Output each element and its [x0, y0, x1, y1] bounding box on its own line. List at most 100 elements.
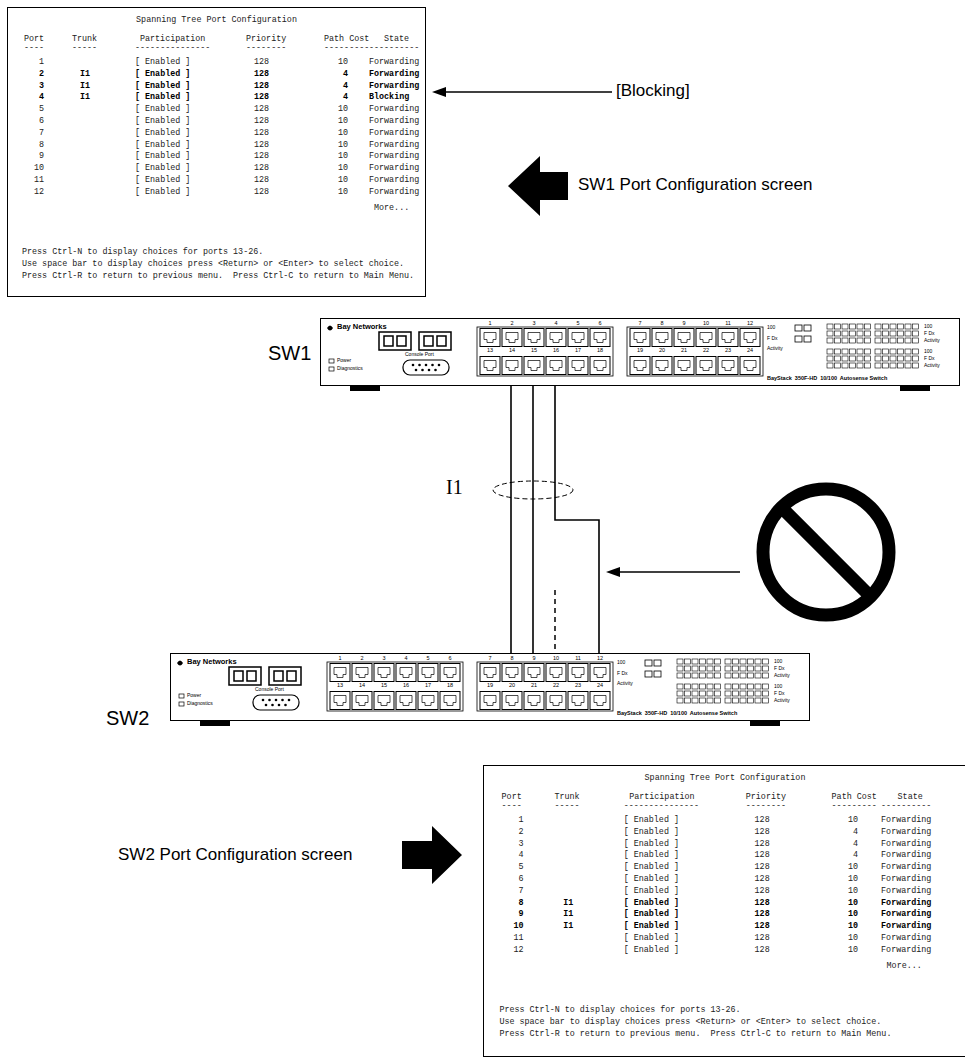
- rj45-port: [590, 664, 610, 682]
- led: [795, 336, 802, 342]
- led: [857, 356, 863, 361]
- screen-text: 10: [314, 176, 348, 184]
- screen-text: 10: [821, 910, 858, 918]
- led: [875, 349, 881, 354]
- panel-text: 21: [523, 683, 545, 689]
- port-notch: [506, 333, 518, 343]
- led: [677, 673, 683, 678]
- panel-text: 6: [439, 656, 461, 662]
- screen-text: Priority: [246, 35, 286, 43]
- rj45-port: [546, 692, 566, 710]
- rj45-port: [630, 329, 650, 347]
- led: [850, 363, 856, 368]
- block-arrow: [508, 156, 568, 216]
- port-notch: [356, 668, 368, 678]
- screen-text: 10: [821, 887, 858, 895]
- fiber-port: [424, 336, 433, 346]
- panel-text: Bay Networks: [337, 323, 387, 331]
- port-notch: [678, 333, 690, 343]
- switch-unit: Bay NetworksPowerDiagnosticsConsole Port…: [170, 653, 810, 721]
- screen-text: Forwarding: [369, 188, 419, 196]
- led: [890, 363, 896, 368]
- screen-text: 128: [755, 840, 770, 848]
- screen-text: 10: [314, 58, 348, 66]
- led: [835, 338, 841, 343]
- screen-text: [ Enabled ]: [135, 82, 190, 90]
- led: [883, 363, 889, 368]
- panel-text: Power: [187, 693, 201, 698]
- screen-text: 10: [821, 934, 858, 942]
- led: [725, 673, 731, 678]
- screen-text: 12: [491, 946, 524, 954]
- led: [865, 349, 871, 354]
- port-notch: [656, 333, 668, 343]
- panel-text: 100: [774, 684, 782, 689]
- panel-text: Diagnostics: [187, 701, 213, 706]
- status-led: [329, 367, 334, 371]
- panel-text: 10: [545, 656, 567, 662]
- led: [692, 659, 698, 664]
- rj45-port: [396, 664, 416, 682]
- led: [898, 324, 904, 329]
- led: [883, 338, 889, 343]
- led: [748, 684, 754, 689]
- led: [715, 666, 721, 671]
- port-bank: [477, 327, 613, 376]
- panel-text: 14: [501, 348, 523, 354]
- panel-text: F Dx: [767, 336, 778, 341]
- panel-text: Console Port: [405, 352, 434, 357]
- screen-text: [ Enabled ]: [135, 188, 190, 196]
- led: [883, 324, 889, 329]
- panel-text: BayStack 350F-HD 10/100 Autosense Switch: [617, 711, 737, 717]
- led: [898, 356, 904, 361]
- led: [857, 338, 863, 343]
- led: [827, 324, 833, 329]
- led: [733, 673, 739, 678]
- rj45-port: [502, 329, 522, 347]
- screen-text: ----------: [881, 802, 931, 810]
- dashed-cable: [554, 590, 556, 652]
- port-notch: [506, 361, 518, 371]
- panel-text: BayStack 350F-HD 10/100 Autosense Switch: [767, 376, 887, 382]
- panel-text: 24: [739, 348, 761, 354]
- screen-text: I1: [563, 899, 573, 907]
- panel-text: 100: [767, 325, 775, 330]
- panel-text: 16: [545, 348, 567, 354]
- led: [725, 659, 731, 664]
- panel-text: 100: [924, 349, 932, 354]
- led: [835, 331, 841, 336]
- panel-text: 17: [417, 683, 439, 689]
- panel-text: 12: [739, 321, 761, 327]
- panel-text: 1: [479, 321, 501, 327]
- screen-text: 128: [254, 141, 269, 149]
- screen-text: --------: [246, 44, 286, 52]
- led: [827, 363, 833, 368]
- screen-text: Forwarding: [881, 887, 931, 895]
- rj45-port: [502, 357, 522, 375]
- screen-text: 8: [14, 141, 44, 149]
- screen-text: 7: [14, 129, 44, 137]
- led: [733, 659, 739, 664]
- port-notch: [656, 361, 668, 371]
- led: [883, 349, 889, 354]
- screen-text: 5: [14, 105, 44, 113]
- panel-text: 12: [589, 656, 611, 662]
- led: [890, 349, 896, 354]
- panel-text: 20: [651, 348, 673, 354]
- screen-text: 128: [254, 58, 269, 66]
- screen-text: 128: [254, 93, 269, 101]
- screen-text: ---------------: [135, 44, 210, 52]
- callout-label: SW2 Port Configuration screen: [118, 846, 352, 863]
- port-notch: [572, 361, 584, 371]
- screen-text: [ Enabled ]: [624, 899, 679, 907]
- rj45-port: [396, 692, 416, 710]
- panel-text: 8: [651, 321, 673, 327]
- rj45-port: [480, 357, 500, 375]
- rj45-port: [568, 664, 588, 682]
- led: [835, 349, 841, 354]
- rj45-port: [740, 357, 760, 375]
- led: [755, 698, 761, 703]
- panel-text: 2: [351, 656, 373, 662]
- port-notch: [572, 333, 584, 343]
